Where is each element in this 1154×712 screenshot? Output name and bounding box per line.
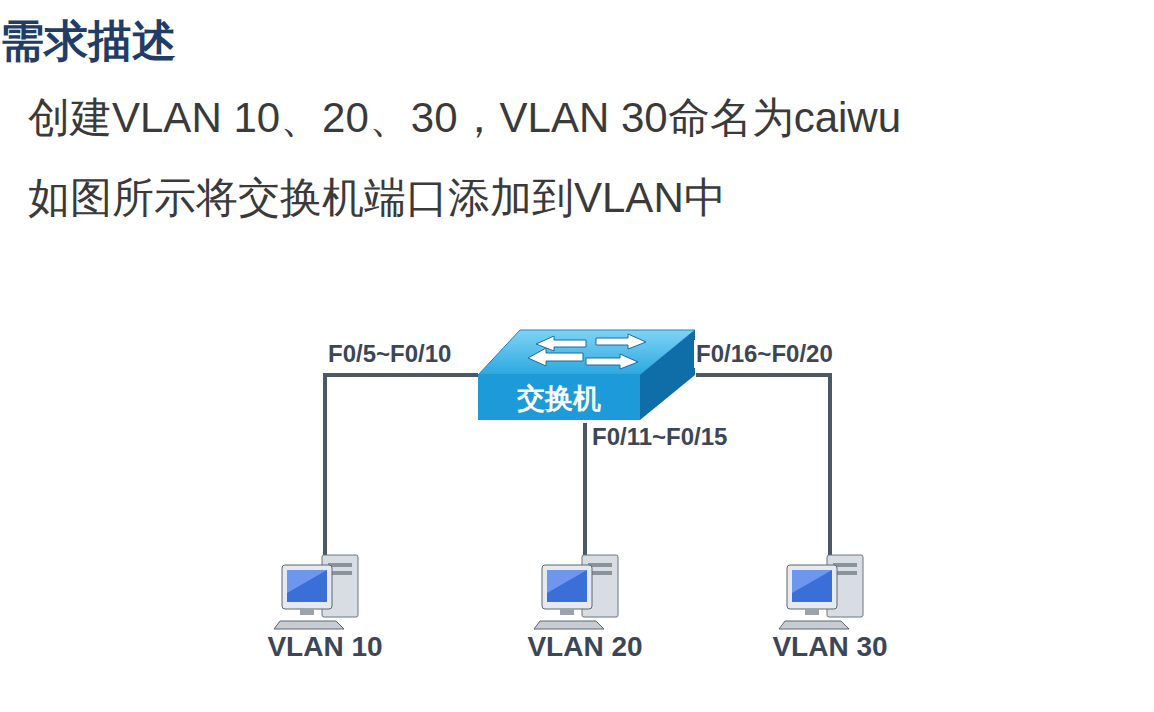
pc-node: VLAN 30 [745, 553, 915, 671]
link-line [583, 423, 587, 555]
link-line [325, 375, 478, 555]
vlan-label: VLAN 20 [500, 631, 670, 663]
heading: 需求描述 [0, 12, 176, 71]
requirement-text: 如图所示将交换机端口添加到VLAN中 [28, 170, 726, 226]
vlan-label: VLAN 30 [745, 631, 915, 663]
vlan-label: VLAN 10 [240, 631, 410, 663]
switch-node: 交换机 [478, 328, 696, 423]
pc-node: VLAN 10 [240, 553, 410, 671]
switch-label: 交换机 [478, 380, 640, 418]
port-range: F0/16~F0/20 [694, 340, 835, 368]
link-line [696, 375, 830, 555]
port-range: F0/5~F0/10 [326, 340, 453, 368]
port-range: F0/11~F0/15 [590, 423, 729, 451]
requirement-text: 创建VLAN 10、20、30，VLAN 30命名为caiwu [28, 90, 901, 146]
pc-node: VLAN 20 [500, 553, 670, 671]
